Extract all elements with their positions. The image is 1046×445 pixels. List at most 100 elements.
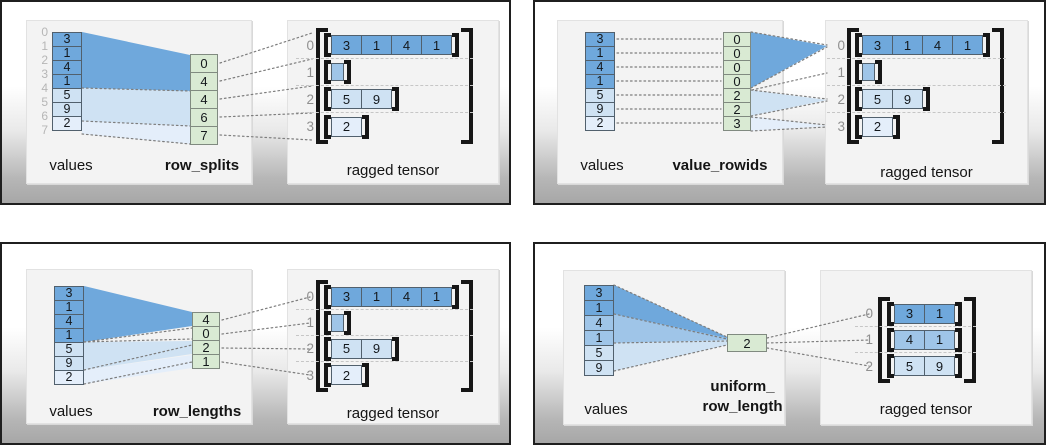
values-cell: 1 [54, 300, 84, 315]
values-cell: 4 [584, 315, 614, 331]
ragged-row-label: 2 [837, 91, 845, 107]
uniform-row-length-cell: 2 [727, 334, 767, 352]
ragged-cell: 3 [331, 286, 362, 307]
bracket-left-icon [324, 310, 331, 335]
value-rowids-cell: 3 [723, 116, 751, 131]
ragged-row-label: 2 [865, 358, 873, 374]
values-cell: 2 [52, 116, 82, 131]
value-rowids-cell: 0 [723, 60, 751, 75]
values-cell: 4 [54, 314, 84, 329]
ragged-row: 3 2 [296, 113, 473, 140]
row-lengths-column: 4 0 2 1 [192, 312, 220, 369]
row-splits-cell: 4 [190, 72, 218, 91]
value-rowids-cell: 2 [723, 88, 751, 103]
ragged-cell: 9 [361, 89, 392, 109]
ragged-row-label: 1 [865, 332, 873, 347]
ragged-row-label: 3 [306, 119, 314, 134]
values-cell: 3 [54, 286, 84, 301]
bracket-right-icon [875, 60, 882, 84]
ragged-cell: 3 [331, 35, 362, 55]
values-cell: 4 [52, 60, 82, 75]
values-column: 3 1 4 1 5 9 [584, 285, 614, 376]
ragged-row-label: 0 [837, 37, 845, 53]
values-cell: 5 [52, 88, 82, 103]
values-cell: 9 [54, 356, 84, 371]
ragged-cell: 3 [862, 35, 893, 55]
values-cell: 2 [54, 370, 84, 385]
method-label: row_splits [164, 157, 240, 174]
method-label-line1: uniform_ [710, 378, 775, 395]
value-index-label: 3 [41, 67, 48, 81]
ragged-cell: 1 [421, 35, 452, 55]
values-cell: 9 [585, 102, 615, 117]
ragged-cell: 1 [361, 286, 392, 307]
value-index-label: 6 [41, 109, 48, 123]
outer-bracket-left-icon [878, 297, 890, 383]
value-index-label: 2 [41, 53, 48, 67]
empty-row-marker [331, 313, 344, 332]
ragged-row-label: 3 [306, 367, 314, 383]
value-index-label: 0 [41, 25, 48, 39]
quadrant-row-splits: 0 1 2 3 4 5 6 7 3 1 4 1 5 9 2 0 4 4 6 7 … [0, 0, 511, 205]
ragged-row-label: 1 [306, 64, 314, 80]
bracket-right-icon [344, 60, 351, 84]
row-lengths-cell: 4 [192, 312, 220, 327]
ragged-row-label: 2 [306, 91, 314, 107]
values-cell: 9 [52, 102, 82, 117]
ragged-cell: 1 [924, 329, 955, 350]
ragged-row-label: 0 [306, 289, 314, 304]
row-lengths-cell: 1 [192, 354, 220, 369]
values-column: 3 1 4 1 5 9 2 [585, 32, 615, 131]
ragged-row-list: 2 [324, 363, 369, 387]
values-cell: 2 [585, 116, 615, 131]
row-splits-cell: 6 [190, 108, 218, 127]
row-lengths-cell: 2 [192, 340, 220, 355]
ragged-cell: 1 [892, 35, 923, 55]
ragged-row: 1 [296, 59, 473, 86]
values-cell: 1 [54, 328, 84, 343]
bracket-left-icon [887, 327, 894, 352]
empty-row-marker [331, 63, 344, 81]
bracket-right-icon [452, 284, 459, 309]
values-cell: 1 [585, 74, 615, 89]
outer-bracket-right-icon [964, 297, 976, 383]
ragged-cell: 9 [892, 89, 923, 109]
empty-row-marker [862, 63, 875, 81]
ragged-cell: 2 [862, 116, 893, 137]
outer-bracket-right-icon [992, 28, 1004, 144]
ragged-cell: 2 [331, 116, 362, 137]
ragged-row-label: 3 [837, 119, 845, 134]
bracket-left-icon [855, 60, 862, 84]
bracket-right-icon [955, 327, 962, 352]
outer-bracket-right-icon [461, 28, 473, 144]
ragged-row-label: 1 [837, 64, 845, 80]
row-lengths-cell: 0 [192, 326, 220, 341]
ragged-tensor-label: ragged tensor [879, 401, 973, 418]
values-cell: 1 [52, 46, 82, 61]
bracket-right-icon [344, 310, 351, 335]
ragged-cell: 3 [894, 303, 925, 324]
method-label: value_rowids [672, 157, 768, 174]
ragged-row-label: 1 [306, 315, 314, 330]
bracket-left-icon [324, 363, 331, 387]
ragged-tensor-label: ragged tensor [346, 162, 440, 179]
ragged-row-empty-list [855, 60, 882, 84]
bracket-left-icon [324, 336, 331, 361]
outer-bracket-left-icon [316, 28, 328, 144]
values-cell: 3 [52, 32, 82, 47]
value-rowids-cell: 2 [723, 102, 751, 117]
value-index-label: 5 [41, 95, 48, 109]
ragged-row-label: 0 [306, 37, 314, 53]
ragged-row-label: 0 [865, 306, 873, 321]
